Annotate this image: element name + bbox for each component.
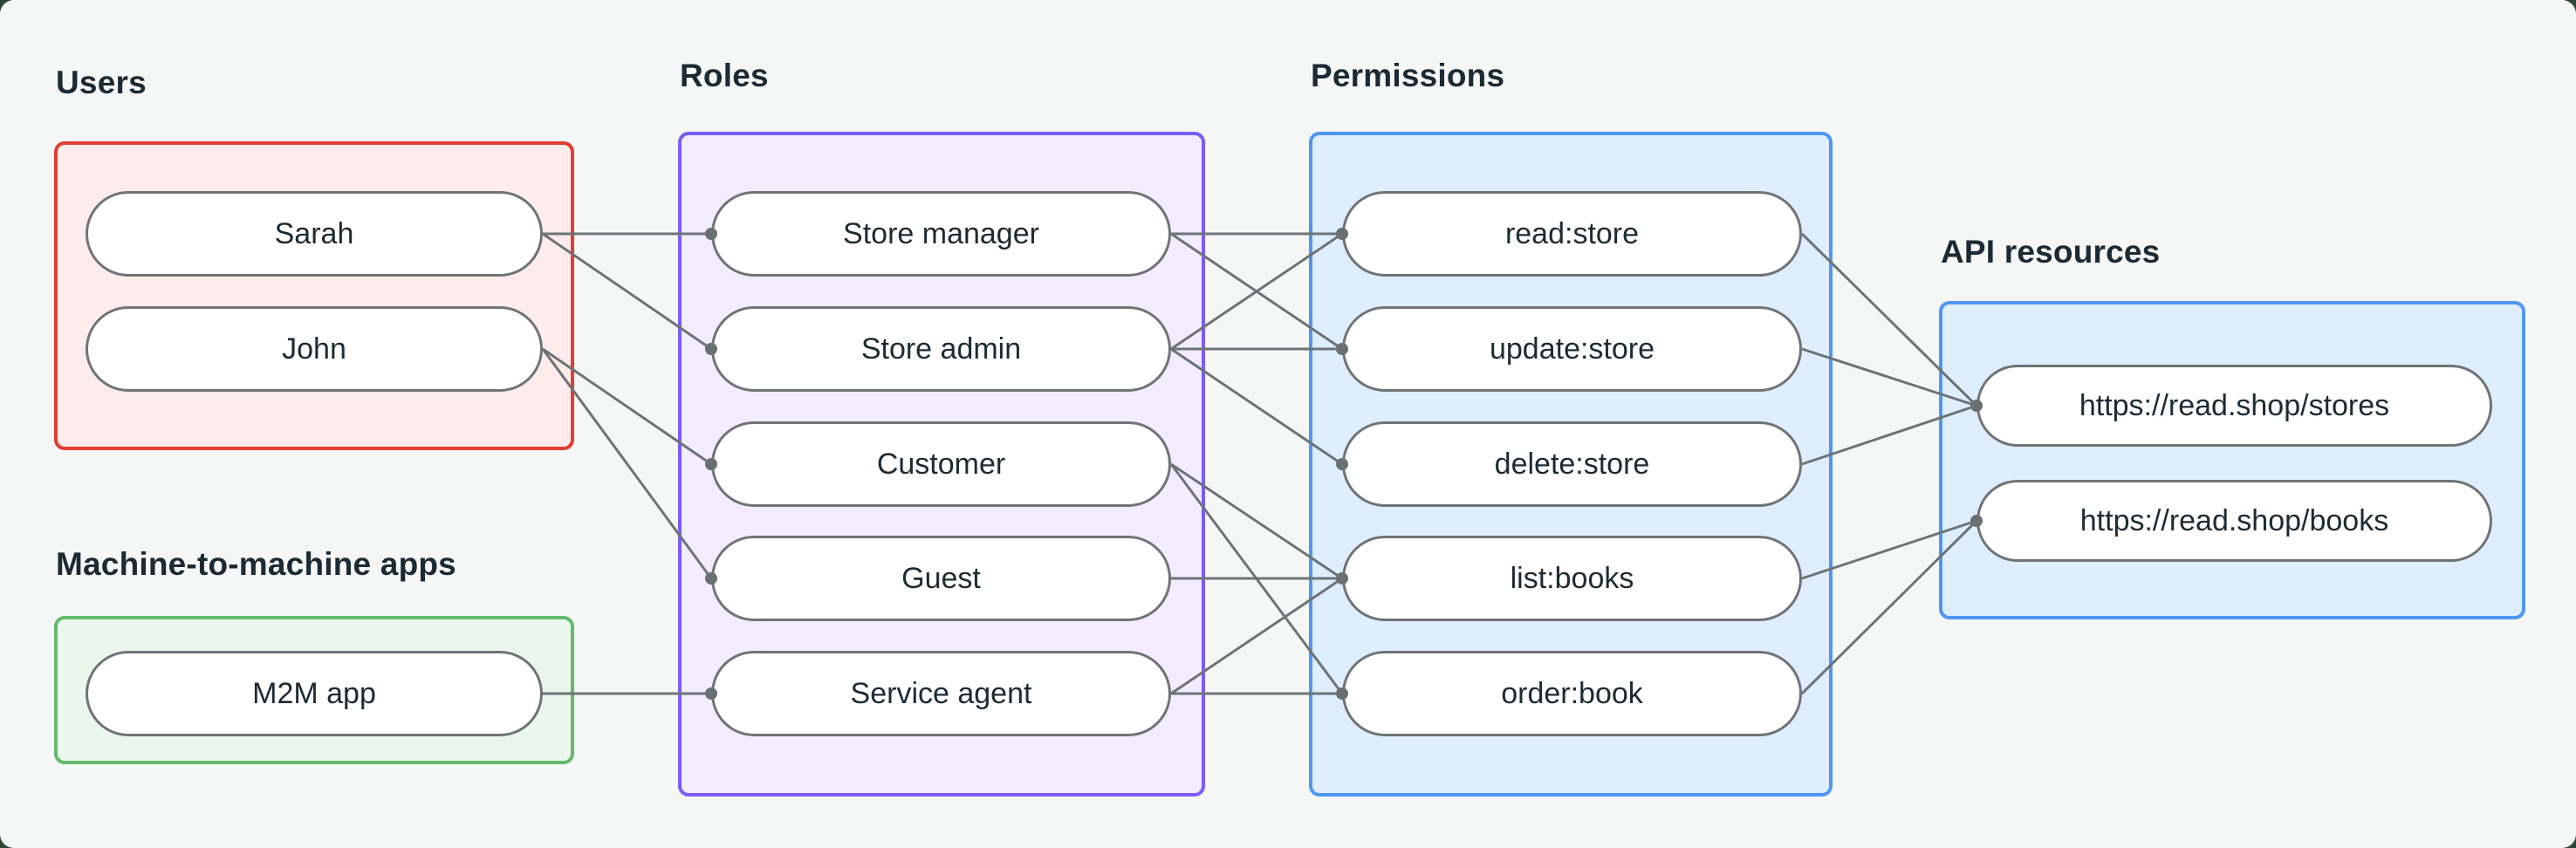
node-permission-read-store: read:store (1342, 191, 1802, 277)
users-group-label: Users (56, 65, 147, 100)
node-permission-update-store: update:store (1342, 306, 1802, 392)
node-permission-delete-store: delete:store (1342, 421, 1802, 507)
node-user-john: John (86, 306, 543, 392)
node-api-resource-books: https://read.shop/books (1977, 480, 2492, 562)
api-resources-group-box (1939, 301, 2525, 619)
node-role-store-manager: Store manager (711, 191, 1171, 277)
m2m-group-label: Machine-to-machine apps (56, 546, 456, 582)
node-role-guest: Guest (711, 536, 1171, 621)
node-user-sarah: Sarah (86, 191, 543, 277)
node-permission-list-books: list:books (1342, 536, 1802, 621)
node-api-resource-stores: https://read.shop/stores (1977, 365, 2492, 447)
node-m2m-app: M2M app (86, 651, 543, 736)
node-role-store-admin: Store admin (711, 306, 1171, 392)
node-role-customer: Customer (711, 421, 1171, 507)
node-role-service-agent: Service agent (711, 651, 1171, 736)
roles-group-label: Roles (680, 58, 769, 93)
node-permission-order-book: order:book (1342, 651, 1802, 736)
users-group-box (54, 141, 574, 450)
permissions-group-label: Permissions (1311, 58, 1505, 93)
api-resources-group-label: API resources (1941, 234, 2161, 270)
